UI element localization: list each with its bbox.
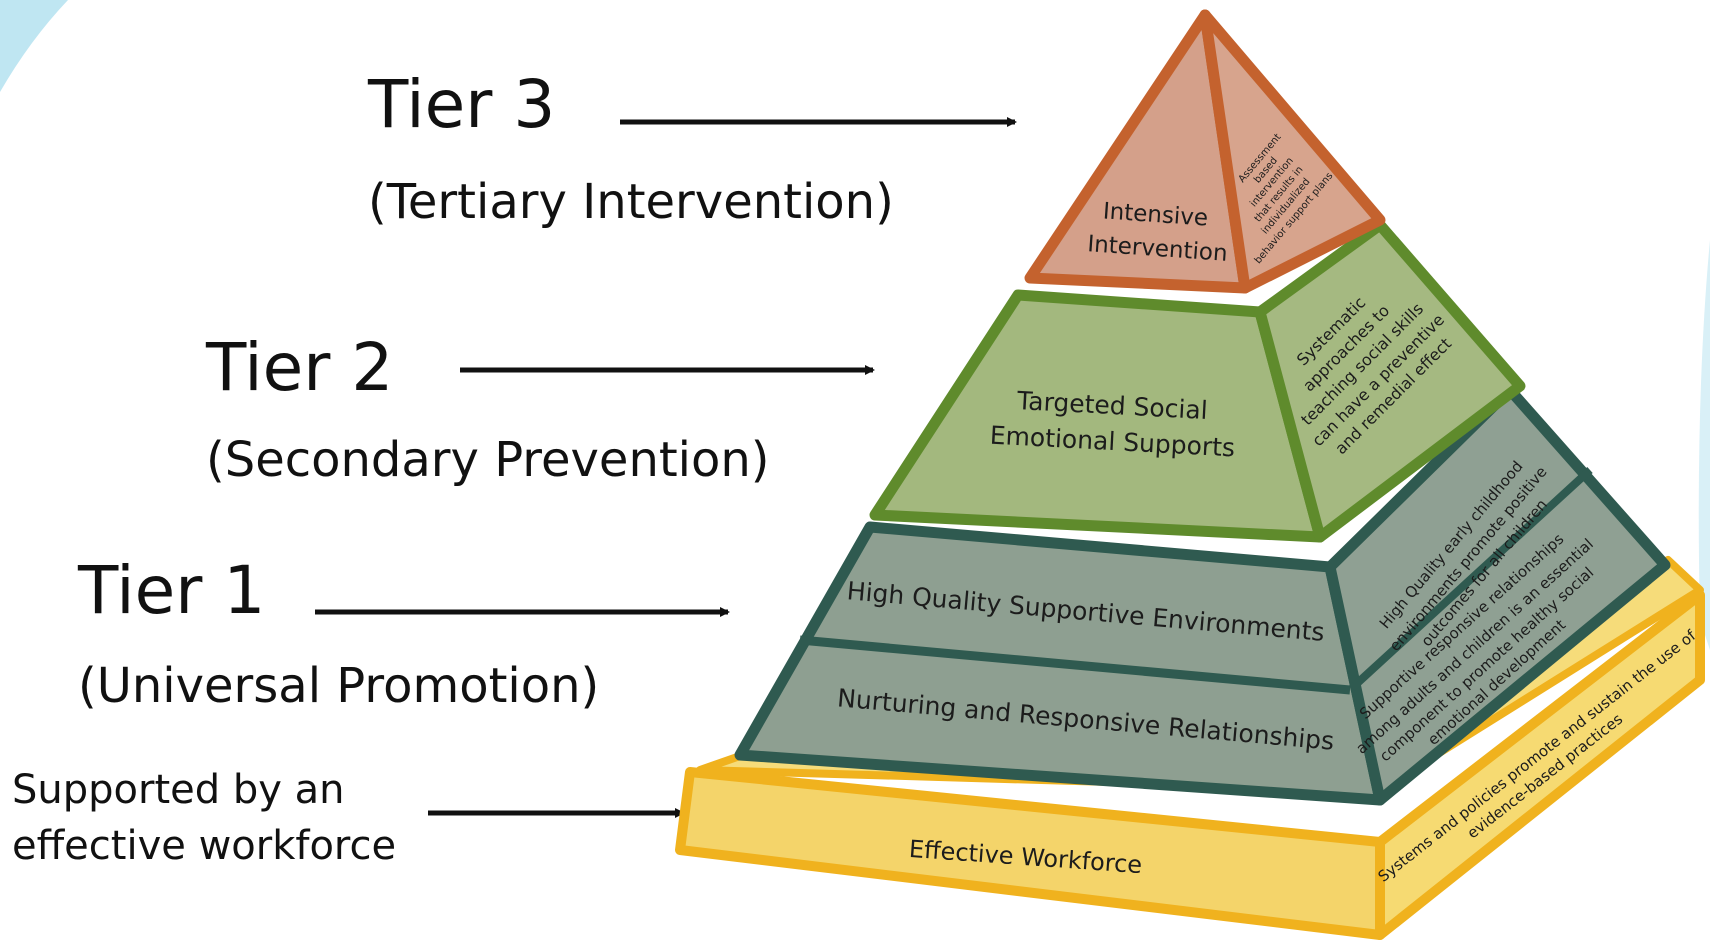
- tier1-side-divider: [1349, 467, 1593, 691]
- support-label-line2: effective workforce: [12, 823, 397, 869]
- tier1-subtitle: (Universal Promotion): [78, 658, 600, 714]
- tier1-divider: [799, 635, 1351, 695]
- base-side-face: [1375, 590, 1705, 940]
- pyramid-tier3: Intensive Intervention Assessment based …: [1024, 9, 1386, 294]
- support-label-line1: Supported by an: [12, 767, 345, 813]
- tier3-title: Tier 3: [368, 66, 556, 143]
- corner-accent-shape-right: [1698, 240, 1710, 650]
- tier2-side-face: [1254, 219, 1526, 543]
- tier2-title: Tier 2: [206, 329, 394, 406]
- tier2-subtitle: (Secondary Prevention): [206, 432, 770, 488]
- tier1-side-face: [1324, 384, 1671, 806]
- corner-accent-shape: [0, 0, 68, 92]
- tier3-side-face: [1199, 9, 1386, 294]
- support-label: Supported by an effective workforce: [12, 762, 396, 874]
- tier1-title: Tier 1: [78, 552, 266, 629]
- tier3-subtitle: (Tertiary Intervention): [368, 174, 894, 230]
- pyramid-tier2: Targeted Social Emotional Supports Syste…: [869, 219, 1526, 543]
